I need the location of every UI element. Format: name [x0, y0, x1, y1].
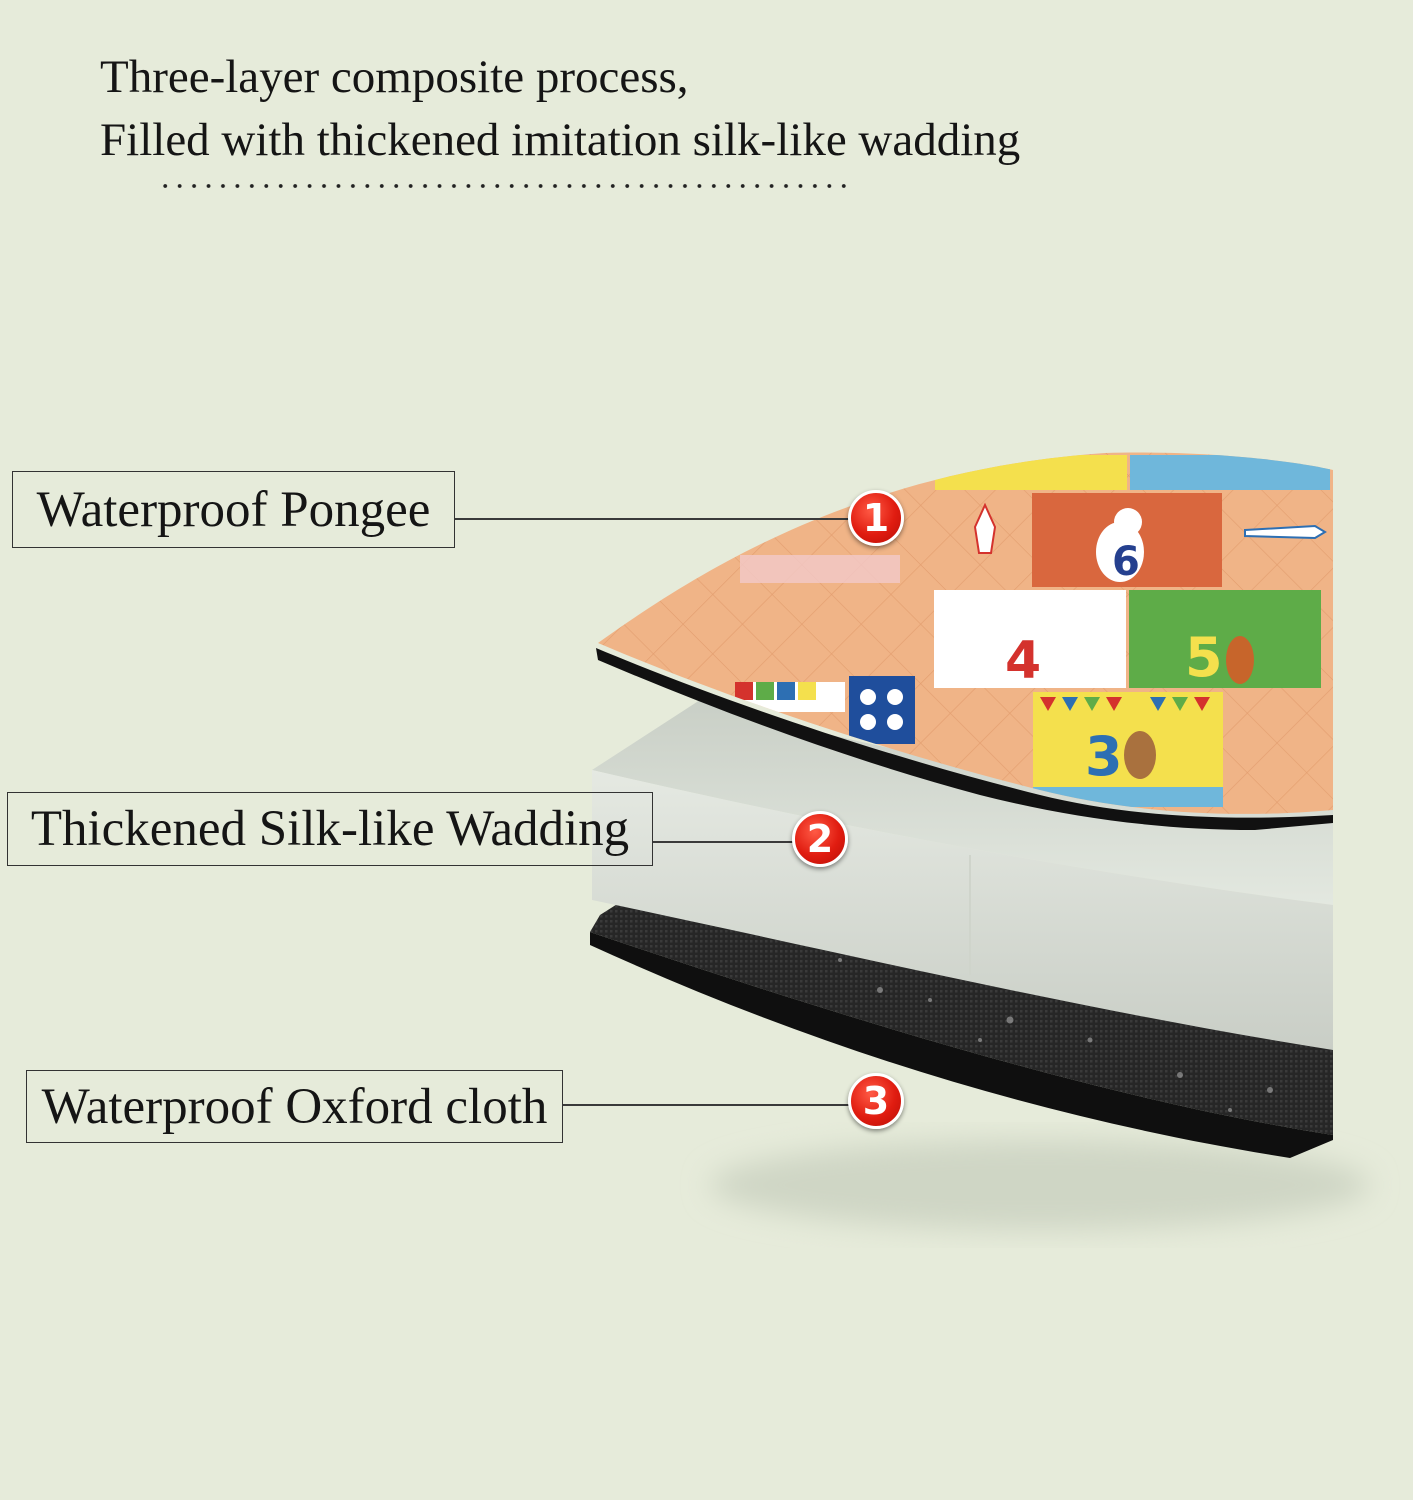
plane-icon: [1244, 524, 1327, 540]
mat-digit-4: 4: [1005, 631, 1041, 691]
number-badge-1: 1: [848, 490, 904, 546]
headline-line-2: Filled with thickened imitation silk-lik…: [100, 114, 1021, 166]
label-thickened-wadding: Thickened Silk-like Wadding: [7, 792, 653, 866]
label-waterproof-oxford-cloth: Waterproof Oxford cloth: [26, 1070, 563, 1143]
stack-shadow: [710, 1140, 1370, 1230]
label-text-wadding: Thickened Silk-like Wadding: [30, 801, 630, 857]
mat-digit-3: 3: [1085, 725, 1123, 788]
mat-digit-5: 5: [1185, 626, 1223, 689]
label-waterproof-pongee: Waterproof Pongee: [12, 471, 455, 548]
mat-digit-6: 6: [1112, 539, 1140, 585]
number-badge-3: 3: [848, 1073, 904, 1129]
mat-tile-5: [1129, 590, 1321, 688]
dotted-divider: [158, 183, 852, 189]
badge-number-3: 3: [862, 1079, 890, 1123]
bunting: [1040, 697, 1210, 711]
number-badge-2: 2: [792, 811, 848, 867]
label-text-oxford: Waterproof Oxford cloth: [41, 1078, 548, 1135]
mat-tile-4: [934, 590, 1126, 688]
leader-line-2: [653, 841, 803, 843]
rocket-icon: [973, 502, 997, 554]
leader-line-1: [455, 518, 855, 520]
leader-line-3: [563, 1104, 858, 1106]
label-text-pongee: Waterproof Pongee: [36, 481, 431, 538]
badge-number-2: 2: [806, 817, 834, 861]
wadding-layer: [592, 700, 1333, 1050]
ludo-board: [735, 676, 915, 744]
badge-number-1: 1: [862, 496, 890, 540]
headline-line-1: Three-layer composite process,: [100, 51, 689, 103]
headline: Three-layer composite process, Filled wi…: [100, 46, 1020, 172]
